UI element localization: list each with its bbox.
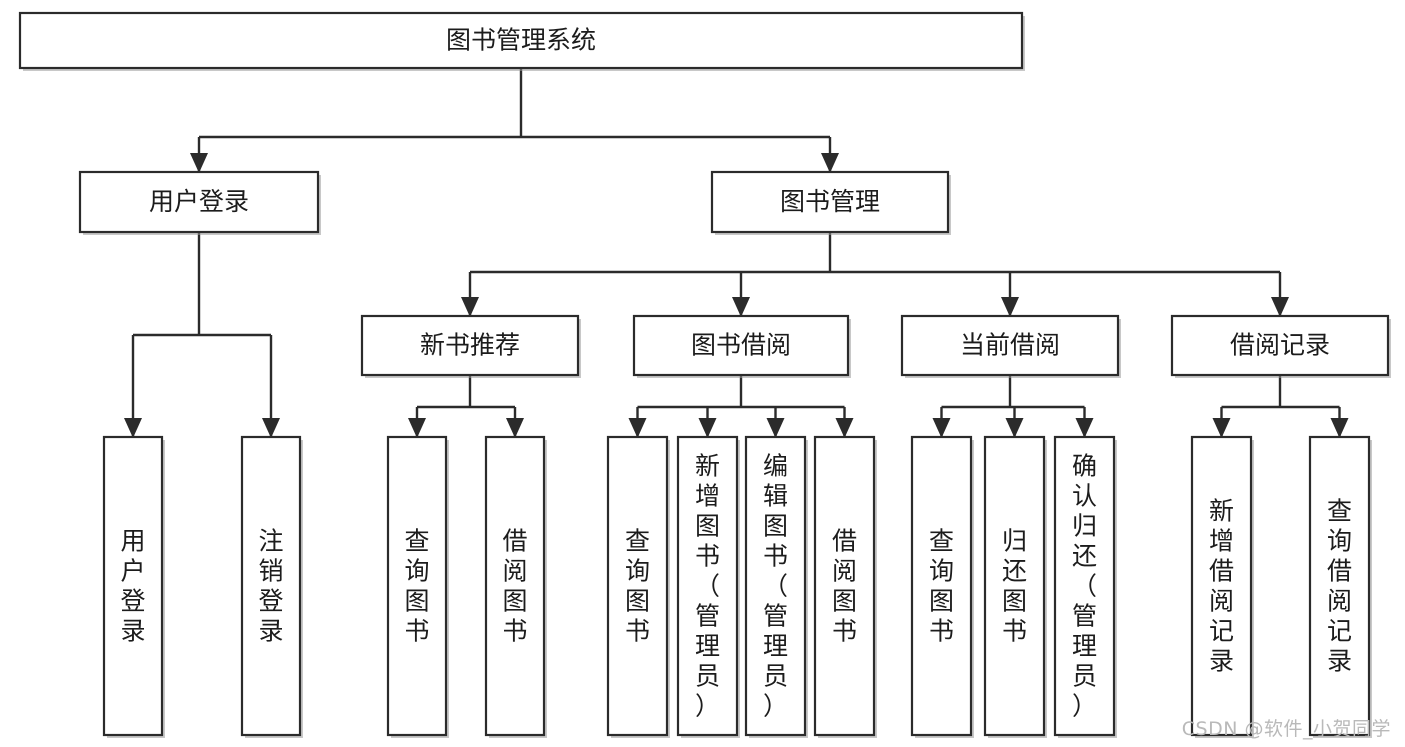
node-rect-leaf-query-book-rec[interactable] xyxy=(386,435,448,737)
arrow-head-icon-leaf-query-book-cur xyxy=(932,418,951,438)
node-label-borrow-record: 借阅记录 xyxy=(1230,331,1330,360)
node-leaf-add-borrow-record[interactable]: 新增借阅记录 xyxy=(1190,435,1254,738)
node-label-leaf-borrow-book: 借阅图书 xyxy=(832,526,857,645)
node-leaf-user-login[interactable]: 用户登录 xyxy=(102,435,165,738)
node-label-leaf-borrow-book-rec: 借阅图书 xyxy=(502,526,527,645)
node-label-leaf-query-book-cur: 查询图书 xyxy=(929,526,954,645)
node-leaf-confirm-return[interactable]: 确认归还（管理员） xyxy=(1053,435,1117,738)
connector-layer xyxy=(124,68,1349,438)
node-label-leaf-return-book: 归还图书 xyxy=(1002,526,1027,645)
arrow-head-icon-leaf-add-borrow-record xyxy=(1212,418,1231,438)
node-current-borrow[interactable]: 当前借阅 xyxy=(900,314,1121,378)
node-label-root: 图书管理系统 xyxy=(446,26,596,55)
node-rect-leaf-query-book-cur[interactable] xyxy=(910,435,973,737)
node-rect-new-book-recommend[interactable] xyxy=(360,314,580,377)
arrow-head-icon-current-borrow xyxy=(1001,297,1019,317)
arrow-head-icon-borrow-record xyxy=(1271,297,1289,317)
arrow-head-icon-book-manage xyxy=(821,153,839,173)
arrow-head-icon-new-book-recommend xyxy=(461,297,479,317)
node-root[interactable]: 图书管理系统 xyxy=(18,11,1025,71)
arrow-head-icon-leaf-query-borrow-record xyxy=(1330,418,1349,438)
node-user-login[interactable]: 用户登录 xyxy=(78,170,321,235)
node-rect-leaf-add-book[interactable] xyxy=(676,435,739,737)
node-label-book-manage: 图书管理 xyxy=(780,187,880,216)
arrow-head-icon-leaf-return-book xyxy=(1005,418,1024,438)
node-rect-leaf-borrow-book[interactable] xyxy=(813,435,876,737)
node-label-leaf-add-book: 新增图书（管理员） xyxy=(695,451,720,720)
node-label-new-book-recommend: 新书推荐 xyxy=(420,331,520,360)
node-label-leaf-confirm-return: 确认归还（管理员） xyxy=(1072,451,1097,720)
node-leaf-query-book-borrow[interactable]: 查询图书 xyxy=(606,435,670,738)
node-rect-leaf-user-logout[interactable] xyxy=(240,435,302,737)
node-label-leaf-query-book-rec: 查询图书 xyxy=(404,526,429,645)
arrow-head-icon-leaf-edit-book xyxy=(766,418,785,438)
node-rect-leaf-confirm-return[interactable] xyxy=(1053,435,1116,737)
arrow-head-icon-leaf-borrow-book xyxy=(835,418,854,438)
arrow-head-icon-user-login xyxy=(190,153,208,173)
node-rect-leaf-add-borrow-record[interactable] xyxy=(1190,435,1253,737)
arrow-head-icon-leaf-query-book-rec xyxy=(408,418,426,438)
node-label-leaf-user-login: 用户登录 xyxy=(120,526,145,645)
node-rect-current-borrow[interactable] xyxy=(900,314,1120,377)
node-book-manage[interactable]: 图书管理 xyxy=(710,170,951,235)
node-leaf-query-book-rec[interactable]: 查询图书 xyxy=(386,435,449,738)
node-label-leaf-add-borrow-record: 新增借阅记录 xyxy=(1209,496,1234,675)
node-rect-leaf-user-login[interactable] xyxy=(102,435,164,737)
node-rect-leaf-edit-book[interactable] xyxy=(744,435,807,737)
arrow-head-icon-book-borrow xyxy=(732,297,750,317)
node-leaf-borrow-book[interactable]: 借阅图书 xyxy=(813,435,877,738)
node-rect-leaf-query-borrow-record[interactable] xyxy=(1308,435,1371,737)
arrow-head-icon-leaf-query-book-borrow xyxy=(628,418,647,438)
node-layer: 图书管理系统用户登录图书管理新书推荐图书借阅当前借阅借阅记录用户登录注销登录查询… xyxy=(18,11,1391,738)
node-book-borrow[interactable]: 图书借阅 xyxy=(632,314,851,378)
arrow-head-icon-leaf-borrow-book-rec xyxy=(506,418,524,438)
node-rect-user-login[interactable] xyxy=(78,170,320,234)
arrow-head-icon-leaf-user-logout xyxy=(262,418,280,438)
node-rect-leaf-query-book-borrow[interactable] xyxy=(606,435,669,737)
node-label-leaf-user-logout: 注销登录 xyxy=(258,526,283,645)
node-leaf-edit-book[interactable]: 编辑图书（管理员） xyxy=(744,435,808,738)
arrow-head-icon-leaf-user-login xyxy=(124,418,142,438)
arrow-head-icon-leaf-confirm-return xyxy=(1075,418,1094,438)
node-leaf-add-book[interactable]: 新增图书（管理员） xyxy=(676,435,740,738)
node-label-current-borrow: 当前借阅 xyxy=(960,331,1060,360)
node-leaf-query-borrow-record[interactable]: 查询借阅记录 xyxy=(1308,435,1372,738)
node-leaf-return-book[interactable]: 归还图书 xyxy=(983,435,1047,738)
node-label-user-login: 用户登录 xyxy=(149,187,249,216)
node-rect-leaf-return-book[interactable] xyxy=(983,435,1046,737)
node-new-book-recommend[interactable]: 新书推荐 xyxy=(360,314,581,378)
node-rect-borrow-record[interactable] xyxy=(1170,314,1390,377)
node-leaf-user-logout[interactable]: 注销登录 xyxy=(240,435,303,738)
node-rect-root[interactable] xyxy=(18,11,1024,70)
node-rect-book-borrow[interactable] xyxy=(632,314,850,377)
node-label-leaf-query-book-borrow: 查询图书 xyxy=(625,526,650,645)
node-leaf-borrow-book-rec[interactable]: 借阅图书 xyxy=(484,435,547,738)
node-leaf-query-book-cur[interactable]: 查询图书 xyxy=(910,435,974,738)
node-rect-leaf-borrow-book-rec[interactable] xyxy=(484,435,546,737)
node-borrow-record[interactable]: 借阅记录 xyxy=(1170,314,1391,378)
arrow-head-icon-leaf-add-book xyxy=(698,418,717,438)
node-label-leaf-query-borrow-record: 查询借阅记录 xyxy=(1327,496,1352,675)
node-rect-book-manage[interactable] xyxy=(710,170,950,234)
node-label-leaf-edit-book: 编辑图书（管理员） xyxy=(763,451,788,720)
node-label-book-borrow: 图书借阅 xyxy=(691,331,791,360)
